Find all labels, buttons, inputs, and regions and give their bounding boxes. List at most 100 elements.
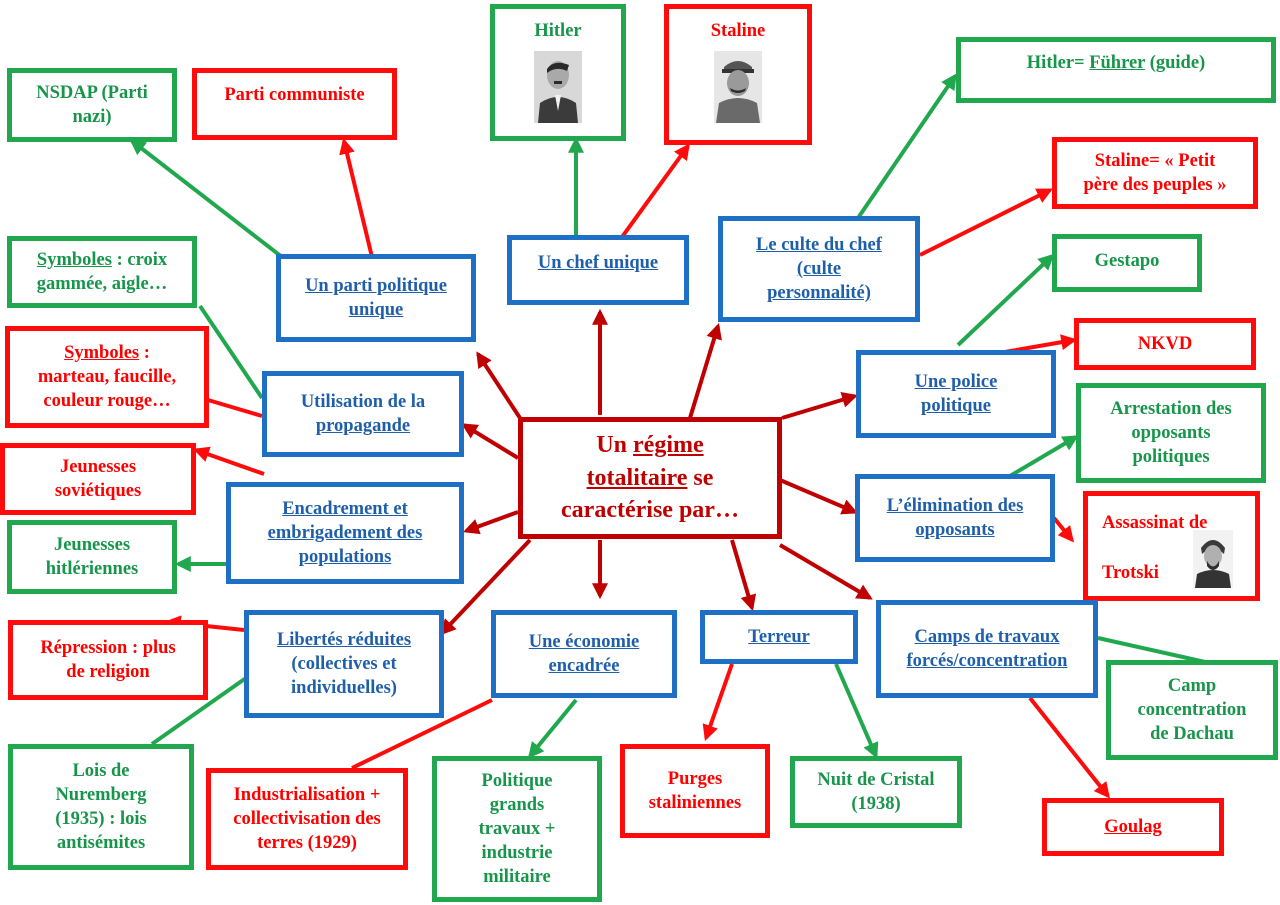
central-concept-box: Un régime totalitaire se caractérise par… bbox=[518, 417, 782, 539]
line-parti-nsdap bbox=[129, 139, 284, 259]
box-text: de Dachau bbox=[1150, 724, 1234, 745]
box-text: opposants bbox=[1131, 422, 1211, 443]
box-text: industrie bbox=[481, 843, 553, 864]
box-text: politique bbox=[921, 396, 991, 416]
box-text: : bbox=[139, 342, 150, 363]
box-text: Purges bbox=[667, 768, 723, 789]
box-text: Un parti politique bbox=[305, 275, 447, 296]
box-text: Terreur bbox=[748, 626, 810, 647]
box-libertes: Libertés réduites (collectives et indivi… bbox=[244, 610, 444, 718]
box-repression: Répression : plus de religion bbox=[8, 620, 208, 700]
box-text: Jeunesses bbox=[53, 534, 131, 555]
center-text: Un bbox=[596, 432, 634, 459]
box-text: personnalité) bbox=[767, 283, 871, 304]
box-staline: Staline bbox=[664, 4, 812, 145]
box-text: Nuremberg bbox=[55, 784, 147, 805]
box-text: concentration bbox=[1137, 699, 1247, 720]
box-text: Trotski bbox=[1102, 563, 1159, 583]
box-propagande: Utilisation de la propagande bbox=[262, 371, 464, 457]
box-text: Un chef unique bbox=[537, 253, 659, 273]
box-text: (1938) bbox=[851, 794, 901, 814]
box-text: Répression : plus bbox=[40, 637, 176, 658]
line-economie-industrialisation bbox=[351, 698, 493, 770]
box-nuremberg: Lois de Nuremberg (1935) : lois antisémi… bbox=[8, 744, 194, 870]
arrow-center-culte bbox=[688, 322, 722, 419]
hitler-photo-icon bbox=[534, 51, 582, 124]
box-text: Camp bbox=[1167, 675, 1217, 696]
arrow-center-parti bbox=[476, 351, 522, 420]
box-text: Libertés réduites bbox=[276, 629, 412, 650]
line-elimination-arrestation bbox=[1008, 435, 1079, 478]
box-industrialisation: Industrialisation + collectivisation des… bbox=[206, 768, 408, 870]
box-text: Arrestation des bbox=[1110, 398, 1232, 419]
box-symboles-nazis: Symboles : croix gammée, aigle… bbox=[7, 236, 197, 308]
box-text: Nuit de Cristal bbox=[817, 769, 935, 790]
staline-photo-icon bbox=[714, 51, 762, 124]
arrow-center-camps bbox=[778, 543, 873, 600]
box-text: militaire bbox=[483, 867, 551, 888]
line-culte-petitpere bbox=[919, 188, 1053, 257]
line-chef-staline bbox=[620, 143, 690, 239]
box-staline-petit-pere: Staline= « Petit père des peuples » bbox=[1052, 137, 1258, 209]
box-text: travaux + bbox=[478, 818, 556, 839]
box-text: Hitler bbox=[534, 21, 582, 41]
box-nkvd: NKVD bbox=[1074, 318, 1256, 370]
box-text: collectivisation des bbox=[233, 808, 381, 829]
box-trotski: Assassinat de Trotski bbox=[1083, 491, 1260, 601]
box-nsdap: NSDAP (Parti nazi) bbox=[7, 68, 177, 142]
box-text: L’élimination des bbox=[886, 495, 1024, 516]
box-dachau: Camp concentration de Dachau bbox=[1106, 660, 1278, 760]
box-text: propagande bbox=[315, 416, 411, 436]
box-text: NKVD bbox=[1137, 334, 1193, 354]
box-text: marteau, faucille, bbox=[37, 366, 177, 387]
box-police-politique: Une police politique bbox=[856, 350, 1056, 438]
box-jeunesses-sovietiques: Jeunesses soviétiques bbox=[0, 443, 196, 515]
box-text: individuelles) bbox=[291, 678, 397, 699]
box-text: Encadrement et bbox=[282, 498, 408, 519]
box-text: Führer bbox=[1089, 53, 1146, 73]
box-text: Jeunesses bbox=[59, 456, 137, 477]
box-text: Industrialisation + bbox=[233, 784, 381, 805]
line-propagande-symboles bbox=[198, 304, 264, 400]
box-grands-travaux: Politique grands travaux + industrie mil… bbox=[432, 756, 602, 902]
arrow-center-encadrement bbox=[462, 510, 519, 535]
box-text: : croix bbox=[111, 249, 168, 270]
box-parti-unique: Un parti politique unique bbox=[276, 254, 476, 342]
box-chef-unique: Un chef unique bbox=[507, 235, 689, 305]
line-elimination-trotski bbox=[1052, 516, 1075, 543]
box-hitler: Hitler bbox=[490, 4, 626, 141]
box-text: (1935) : lois bbox=[55, 809, 147, 829]
box-arrestation: Arrestation des opposants politiques bbox=[1076, 383, 1266, 483]
line-camps-dachau bbox=[1097, 636, 1215, 666]
box-elimination: L’élimination des opposants bbox=[855, 474, 1055, 562]
line-encadrement-jeunessesov bbox=[192, 446, 265, 476]
line-libertes-nuremberg bbox=[150, 676, 248, 746]
box-text: Utilisation de la bbox=[300, 391, 426, 412]
box-text: Hitler= bbox=[1026, 53, 1090, 73]
box-text: gammée, aigle… bbox=[36, 274, 168, 294]
box-nuit-cristal: Nuit de Cristal (1938) bbox=[790, 756, 962, 828]
box-text: NSDAP (Parti bbox=[36, 82, 148, 103]
box-terreur: Terreur bbox=[700, 610, 858, 664]
box-text: père des peuples » bbox=[1083, 175, 1227, 195]
box-text: Symboles bbox=[64, 342, 140, 363]
box-text: Staline bbox=[710, 21, 766, 41]
box-text: antisémites bbox=[56, 833, 146, 854]
line-terreur-nuit bbox=[834, 663, 879, 759]
box-text: hitlériennes bbox=[45, 559, 139, 579]
box-text: (guide) bbox=[1145, 53, 1206, 73]
box-text: Une police bbox=[914, 371, 998, 392]
box-text: nazi) bbox=[72, 107, 112, 127]
line-culte-fuhrer bbox=[856, 73, 957, 220]
box-text: staliniennes bbox=[648, 793, 742, 813]
box-text: Goulag bbox=[1104, 816, 1162, 837]
center-text: totalitaire bbox=[586, 464, 688, 491]
box-text: populations bbox=[298, 547, 392, 568]
box-symboles-sovietiques: Symboles : marteau, faucille, couleur ro… bbox=[5, 326, 209, 428]
line-propagande-symbolessov bbox=[207, 398, 263, 418]
box-text: Symboles bbox=[36, 249, 112, 270]
line-parti-communiste bbox=[339, 137, 374, 258]
box-text: Lois de bbox=[72, 760, 130, 781]
line-police-gestapo bbox=[956, 253, 1055, 347]
